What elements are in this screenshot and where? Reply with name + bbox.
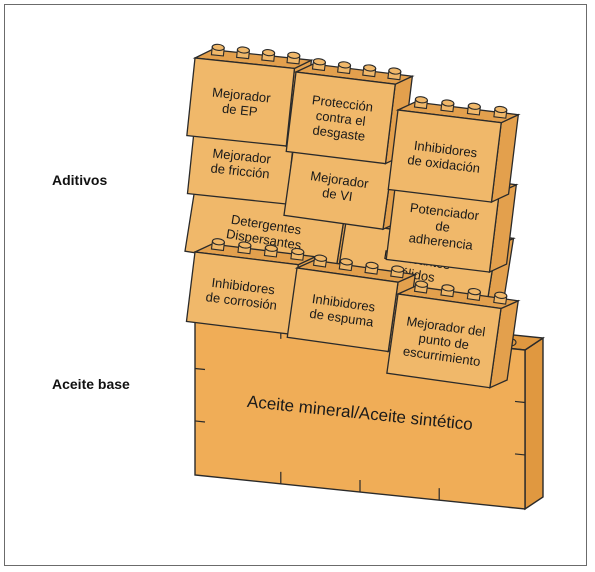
brick-label-line: desgaste bbox=[312, 123, 366, 144]
brick-label-line: Mejorador bbox=[212, 146, 272, 167]
brick-front bbox=[286, 267, 399, 353]
brick-label-line: punto de bbox=[418, 330, 470, 352]
brick-stud-top bbox=[338, 61, 352, 69]
brick-label-line: contra el bbox=[315, 108, 366, 129]
brick-label-line: de EP bbox=[221, 101, 258, 120]
brick-stud-top bbox=[264, 244, 278, 252]
base-oil-label: Aceite base bbox=[52, 376, 130, 392]
brick-stud-top bbox=[467, 287, 481, 296]
brick-stud-top bbox=[414, 96, 428, 104]
brick-front bbox=[387, 109, 502, 203]
brick-stud-top bbox=[365, 261, 379, 270]
brick-stud-top bbox=[363, 64, 377, 72]
brick-stud-top bbox=[441, 99, 455, 107]
brick-stud-top bbox=[415, 280, 429, 288]
additive-bricks: DetergentesDispersantesLubricantessólido… bbox=[184, 43, 521, 389]
brick-stud-top bbox=[236, 46, 250, 54]
brick-stud-top bbox=[262, 49, 276, 57]
brick-stud-top bbox=[312, 58, 326, 66]
brick-stud-top bbox=[494, 291, 508, 299]
brick-stud-top bbox=[467, 102, 481, 110]
brick-stud-top bbox=[314, 254, 328, 262]
brick-stud-top bbox=[441, 284, 455, 292]
brick-stud-top bbox=[339, 258, 353, 266]
brick-stud-top bbox=[388, 67, 402, 75]
brick-label-line: Mejorador bbox=[211, 85, 271, 106]
brick-front bbox=[186, 57, 296, 147]
brick-front bbox=[285, 71, 396, 165]
brick-stud-top bbox=[287, 51, 301, 59]
brick-stud-top bbox=[211, 238, 225, 246]
brick-label-line: de fricción bbox=[210, 160, 270, 181]
brick-stud-top bbox=[238, 241, 252, 249]
brick-front bbox=[386, 293, 502, 389]
brick-label-line: de VI bbox=[321, 185, 353, 204]
brick-stud-top bbox=[211, 43, 225, 51]
brick-stud-top bbox=[494, 105, 508, 114]
brick-label-line: Protección bbox=[311, 92, 374, 114]
base-block-side bbox=[524, 336, 544, 511]
brick-stud-top bbox=[391, 265, 405, 273]
brick-label-line: de bbox=[435, 218, 451, 235]
additives-label: Aditivos bbox=[52, 172, 108, 188]
brick-stud-top bbox=[291, 247, 305, 256]
